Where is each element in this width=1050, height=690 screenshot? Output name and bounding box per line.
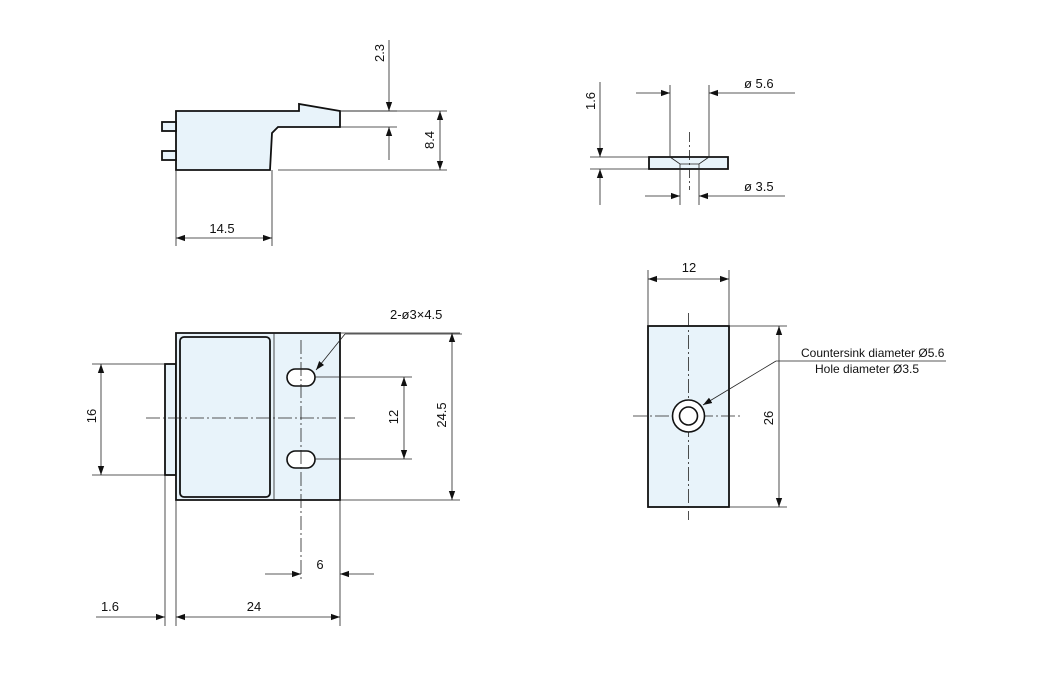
side-view xyxy=(161,40,447,246)
dim-26: 26 xyxy=(761,411,776,425)
side-view-body xyxy=(175,102,341,171)
dim-1-6-washer: 1.6 xyxy=(583,92,598,110)
dim-8-4: 8.4 xyxy=(422,131,437,149)
side-view-tab-upper xyxy=(161,121,177,132)
front-view-panel xyxy=(179,336,271,498)
note-countersink: Countersink diameter Ø5.6 xyxy=(801,346,945,360)
washer-section-view xyxy=(590,82,795,205)
front-view-flange xyxy=(164,363,177,476)
dim-2-3: 2.3 xyxy=(372,44,387,62)
dim-14-5: 14.5 xyxy=(209,221,234,236)
note-hole: Hole diameter Ø3.5 xyxy=(815,362,919,376)
dim-dia-3-5: ø 3.5 xyxy=(744,179,774,194)
side-view-tab-lower xyxy=(161,150,177,161)
dim-24-5: 24.5 xyxy=(434,402,449,427)
dim-1-6-flange: 1.6 xyxy=(101,599,119,614)
dim-16: 16 xyxy=(84,409,99,423)
dim-dia-5-6: ø 5.6 xyxy=(744,76,774,91)
hole-inner xyxy=(678,406,699,426)
dim-24: 24 xyxy=(247,599,261,614)
washer-plan-view xyxy=(633,270,946,520)
slot-callout: 2-ø3×4.5 xyxy=(390,307,442,322)
dim-12-pitch: 12 xyxy=(386,410,401,424)
dim-12-washer: 12 xyxy=(682,260,696,275)
front-view xyxy=(92,332,462,626)
washer-body xyxy=(648,156,729,170)
dim-6: 6 xyxy=(316,557,323,572)
